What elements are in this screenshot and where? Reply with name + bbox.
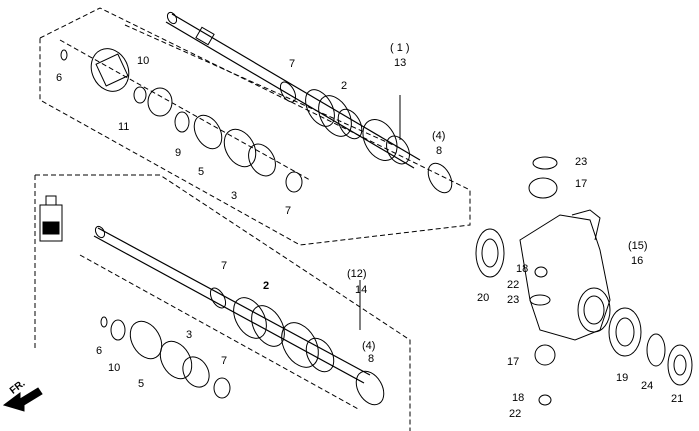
upper-part-11: 11 bbox=[118, 121, 130, 133]
lower-part-3: 3 bbox=[186, 329, 193, 341]
knuckle-part-18-bottom: 18 bbox=[512, 392, 525, 404]
upper-group-callout: ( 1 ) bbox=[390, 42, 410, 54]
knuckle-main-callout: 16 bbox=[631, 255, 644, 267]
knuckle-part-17-top: 17 bbox=[575, 178, 588, 190]
upper-part-6: 6 bbox=[56, 72, 63, 84]
steering-knuckle bbox=[475, 156, 693, 406]
upper-inner-line bbox=[59, 39, 311, 181]
knuckle-part-22-bottom: 22 bbox=[509, 408, 522, 420]
upper-right-group: (4) bbox=[432, 130, 446, 142]
knuckle-part-21: 21 bbox=[671, 393, 684, 405]
upper-part-5: 5 bbox=[198, 166, 205, 178]
upper-inner-joint bbox=[60, 48, 303, 193]
lower-part-10: 10 bbox=[108, 362, 121, 374]
lower-group-callout: (12) bbox=[347, 268, 367, 280]
upper-part-2: 2 bbox=[341, 80, 348, 92]
lower-right-group: (4) bbox=[362, 340, 376, 352]
lower-part-5: 5 bbox=[138, 378, 145, 390]
upper-part-10: 10 bbox=[137, 55, 150, 67]
lower-driveshaft bbox=[93, 225, 385, 406]
knuckle-group-callout: (15) bbox=[628, 240, 648, 252]
grease-bottle bbox=[39, 195, 63, 242]
lower-part-7-shaft: 7 bbox=[221, 260, 228, 272]
lower-inner-joint bbox=[100, 316, 231, 399]
knuckle-part-22-top: 22 bbox=[507, 279, 520, 291]
knuckle-part-19: 19 bbox=[616, 372, 629, 384]
upper-part-7-shaft: 7 bbox=[289, 58, 296, 70]
lower-panel-outline bbox=[35, 174, 411, 431]
upper-panel-outline bbox=[39, 7, 471, 246]
upper-driveshaft bbox=[165, 11, 453, 194]
knuckle-part-24: 24 bbox=[641, 380, 654, 392]
knuckle-part-23-top: 23 bbox=[575, 156, 588, 168]
lower-part-2: 2 bbox=[263, 280, 270, 292]
upper-part-9: 9 bbox=[175, 147, 182, 159]
knuckle-part-18-top: 18 bbox=[516, 263, 529, 275]
upper-part-3: 3 bbox=[231, 190, 238, 202]
lower-part-6: 6 bbox=[96, 345, 103, 357]
knuckle-part-17-bottom: 17 bbox=[507, 356, 520, 368]
lower-part-8: 8 bbox=[368, 353, 375, 365]
upper-main-callout: 13 bbox=[394, 57, 407, 69]
lower-main-callout: 14 bbox=[355, 284, 368, 296]
upper-part-8: 8 bbox=[436, 145, 443, 157]
knuckle-part-20: 20 bbox=[477, 292, 490, 304]
lower-part-7-boot: 7 bbox=[221, 355, 228, 367]
front-arrow-icon bbox=[2, 387, 43, 412]
knuckle-part-23-mid: 23 bbox=[507, 294, 520, 306]
upper-part-7-boot: 7 bbox=[285, 205, 292, 217]
